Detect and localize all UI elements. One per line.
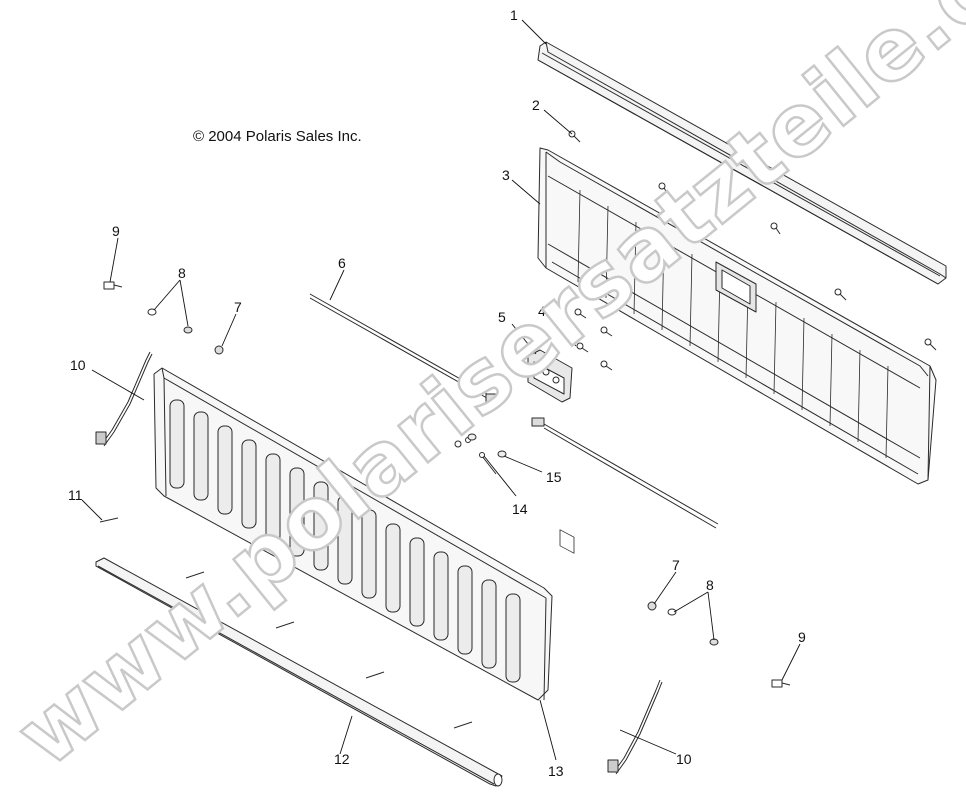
washer-8: [147, 308, 719, 646]
callout-10b: 10: [676, 751, 692, 767]
inner-tailgate-frame: [537, 147, 937, 554]
latch-handle: [527, 349, 573, 403]
callout-15: 15: [546, 469, 562, 485]
rod-6: [309, 293, 499, 403]
callout-1: 1: [510, 7, 518, 23]
callout-6: 6: [338, 255, 346, 271]
cable-10: [95, 351, 663, 775]
callout-10a: 10: [70, 357, 86, 373]
top-cap-rail: [537, 41, 947, 285]
callout-8a: 8: [178, 265, 186, 281]
callout-9b: 9: [798, 629, 806, 645]
callout-3: 3: [502, 167, 510, 183]
copyright-text: © 2004 Polaris Sales Inc.: [193, 128, 362, 145]
callout-7a: 7: [234, 299, 242, 315]
callout-9a: 9: [112, 223, 120, 239]
bolt-9: [103, 281, 791, 688]
callout-5: 5: [498, 309, 506, 325]
callout-2: 2: [532, 97, 540, 113]
callout-7b: 7: [672, 557, 680, 573]
leader-lines: [81, 19, 801, 761]
washer-15: [467, 433, 507, 458]
callout-14: 14: [512, 501, 528, 517]
callout-11: 11: [68, 487, 83, 503]
clip-14: [454, 437, 497, 475]
callout-13: 13: [548, 763, 564, 779]
rod-right: [531, 417, 719, 529]
pin-11: [99, 517, 473, 729]
callout-4: 4: [538, 303, 546, 319]
screw-4: [574, 308, 613, 371]
callout-8b: 8: [706, 577, 714, 593]
tailgate-outer-panel: [153, 367, 553, 701]
callout-12: 12: [334, 751, 350, 767]
lower-rail: [95, 557, 503, 787]
